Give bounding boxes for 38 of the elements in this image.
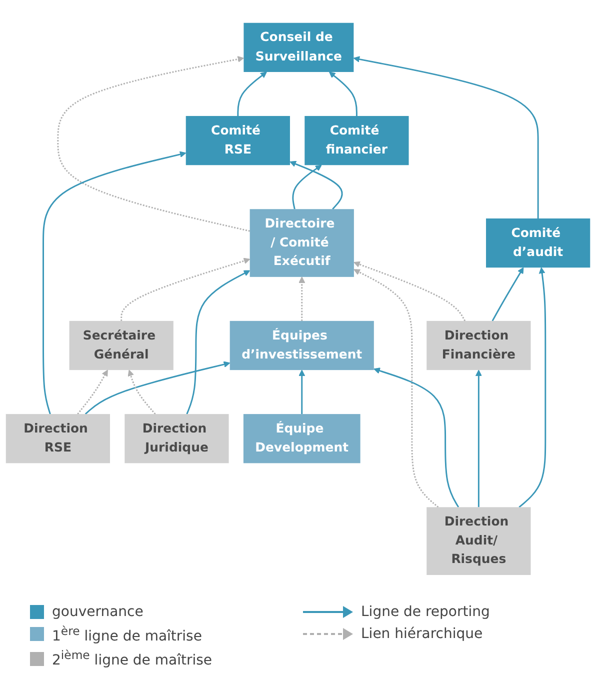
node-box (186, 116, 290, 166)
arrow (290, 160, 343, 210)
node-box (486, 218, 590, 268)
node-box (69, 320, 174, 370)
arrow (42, 151, 186, 414)
node-box (124, 414, 229, 464)
legend-label: 2$^{ième}$ ligne de maîtrise (52, 648, 212, 669)
arrow (298, 370, 306, 414)
node-box (250, 209, 354, 277)
node-box (426, 507, 531, 575)
arrow (120, 258, 250, 321)
arrow (77, 370, 108, 414)
legend-label: Ligne de reporting (361, 604, 490, 620)
node-box (6, 414, 110, 464)
arrow (186, 270, 250, 414)
arrow (84, 361, 230, 414)
node-box (230, 320, 374, 370)
arrow (518, 267, 546, 508)
arrow (353, 56, 539, 218)
node-box (426, 320, 531, 370)
legend-label: gouvernance (52, 604, 144, 620)
legend-label: Lien hiérarchique (361, 626, 483, 642)
node-box (244, 22, 354, 72)
node-box (304, 116, 409, 166)
arrow (237, 72, 267, 116)
arrow (298, 276, 306, 321)
arrow (354, 269, 439, 508)
arrow (475, 370, 482, 508)
arrow (292, 164, 322, 210)
legend-label: 1$^{ère}$ ligne de maîtrise (52, 624, 202, 644)
arrow (374, 368, 460, 508)
arrow (329, 72, 358, 116)
arrow (57, 56, 250, 232)
org-chart: Comité RSE Conseil de Surveillance Comité d’audit Comité financier Secrétaire Général Directoire / Comité Exécutif Direction Financière Direction RSE Équipes d’investissement Direction Juridique Direction Audit/ Risques Équipe Development (0, 16, 596, 581)
node-box (243, 414, 360, 464)
arrow (354, 261, 466, 322)
arrow (128, 370, 156, 414)
arrow (492, 267, 524, 322)
